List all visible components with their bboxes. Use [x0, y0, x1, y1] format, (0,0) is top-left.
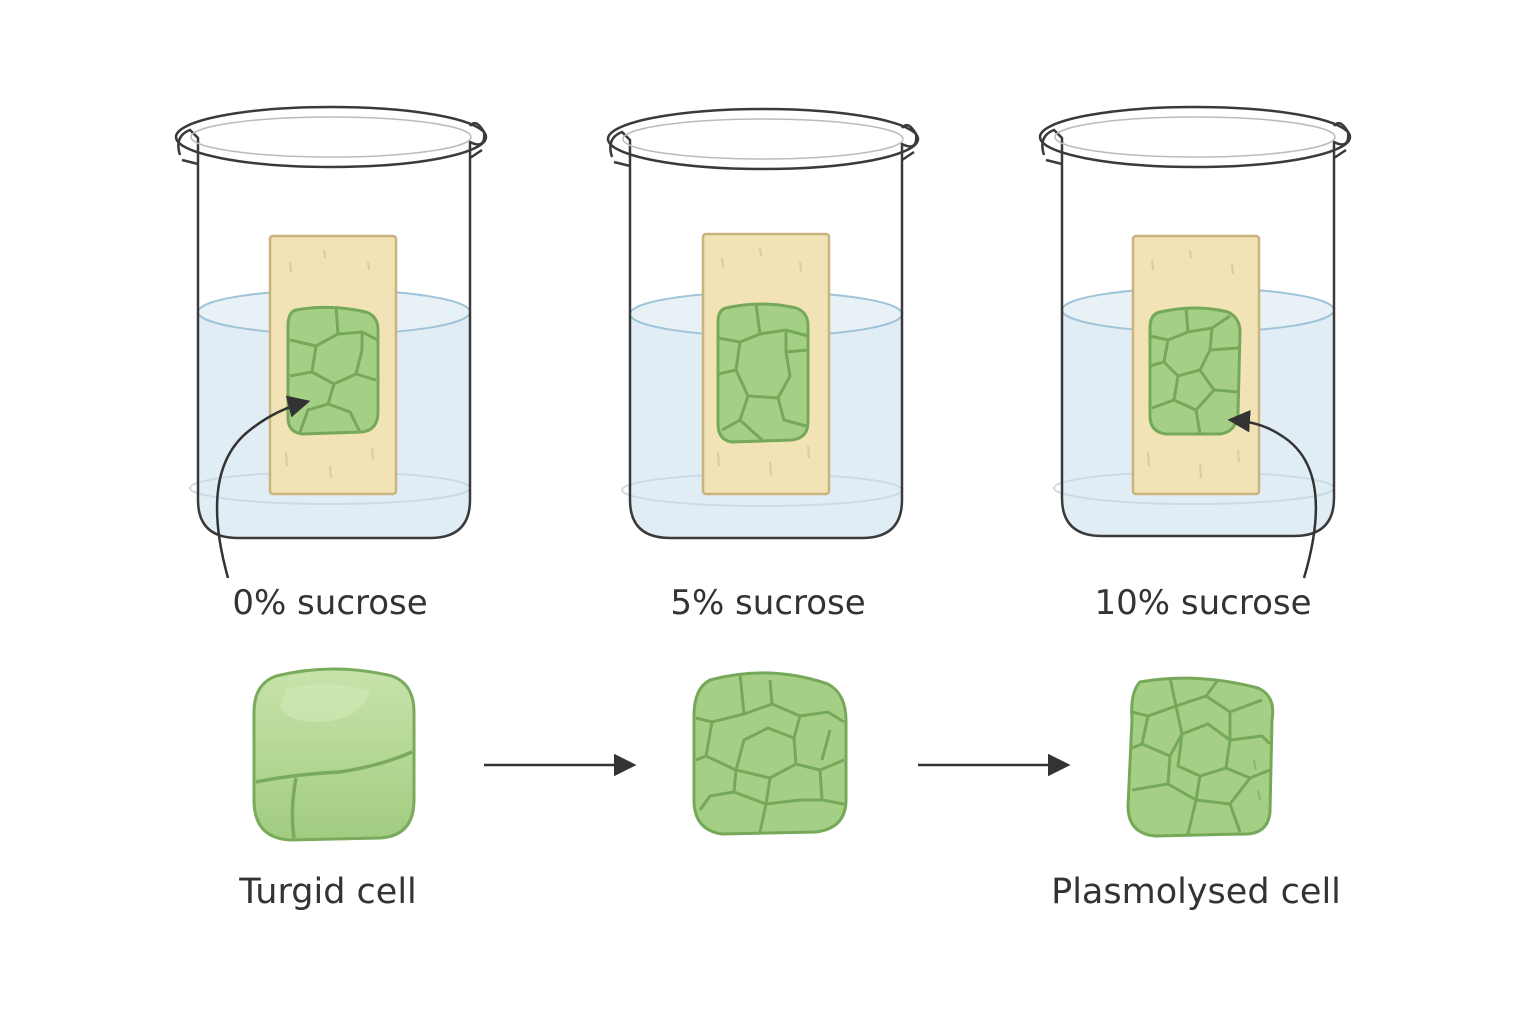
beaker-10-percent: [1038, 105, 1352, 579]
beaker-0-percent: [174, 105, 488, 579]
beaker-5-percent: [606, 107, 920, 540]
turgid-cell: [252, 667, 416, 842]
label-10-percent-sucrose: 10% sucrose: [1094, 583, 1312, 623]
callout-arrow-turgid: [215, 395, 311, 579]
tissue-cells: [716, 302, 810, 444]
tissue-cells: [1148, 306, 1242, 436]
intermediate-cell: [692, 671, 848, 836]
plasmolysed-cell: [1126, 676, 1275, 838]
label-plasmolysed-cell: Plasmolysed cell: [1051, 872, 1341, 912]
beaker-rim: [606, 107, 920, 171]
beaker-rim: [1038, 105, 1352, 169]
callout-arrow-plasmolysed: [1227, 409, 1318, 579]
tissue-cells: [286, 305, 380, 436]
label-0-percent-sucrose: 0% sucrose: [232, 583, 428, 623]
label-turgid-cell: Turgid cell: [239, 872, 417, 912]
beaker-rim: [174, 105, 488, 169]
label-5-percent-sucrose: 5% sucrose: [670, 583, 866, 623]
